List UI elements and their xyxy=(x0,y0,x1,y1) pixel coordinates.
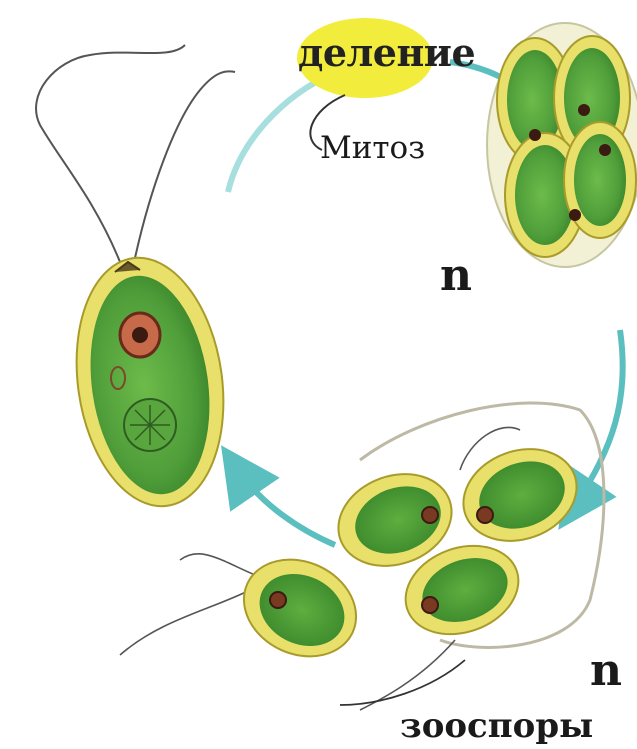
free-zoospore xyxy=(120,542,372,674)
division-label: деление xyxy=(298,30,475,75)
arrow-top-left xyxy=(228,75,330,192)
arrow-to-adult xyxy=(238,470,335,545)
zoospore-sporangium xyxy=(325,403,603,710)
flagellum-left xyxy=(36,45,185,262)
mitosis-label: Митоз xyxy=(320,130,425,166)
arrow-right-down xyxy=(575,330,623,505)
zoospore-pointer xyxy=(340,660,465,705)
zoospores-label: зооспоры xyxy=(400,706,593,746)
flagellum-right xyxy=(135,71,235,258)
daughter-colony xyxy=(487,23,637,267)
ploidy-label-bottom: n xyxy=(590,645,622,696)
ploidy-label-top: n xyxy=(440,250,472,301)
adult-cell xyxy=(36,45,239,516)
